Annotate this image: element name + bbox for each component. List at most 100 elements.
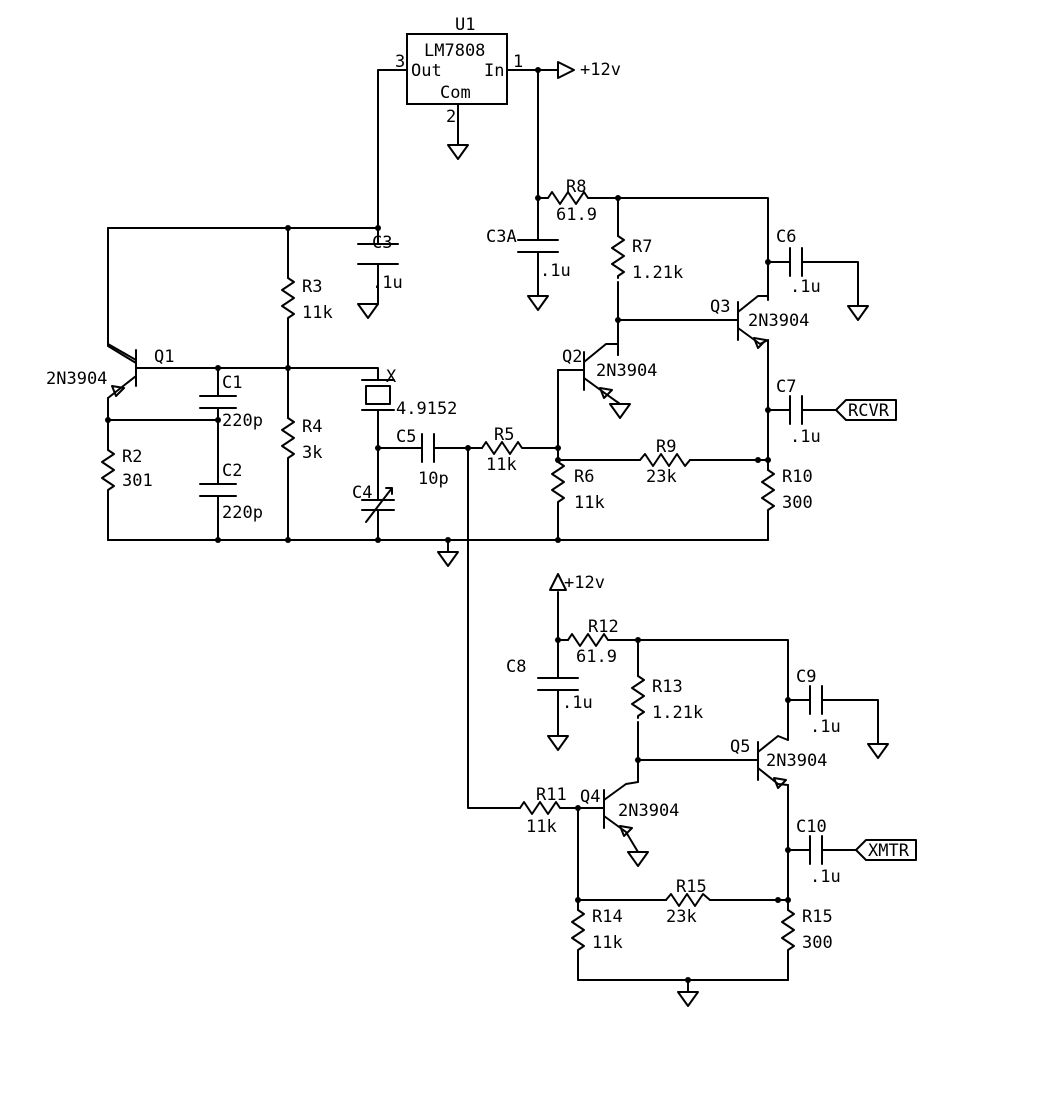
component-labels: Q1 2N3904 Q2 2N3904 Q3 2N3904 Q4 2N3904 … [46,177,841,953]
regulator-part: LM7808 [424,41,485,61]
regulator-pin-in: 1 [513,52,523,72]
ground-symbol [677,991,699,1007]
r2-ref: R2 [122,447,142,467]
capacitor-c6 [789,247,803,277]
c6-ref: C6 [776,227,796,247]
transistor-q1 [107,343,147,399]
junction-dot [765,457,771,463]
q2-part: 2N3904 [596,361,657,381]
crystal-value: 4.9152 [396,399,457,419]
capacitor-c1 [199,395,237,409]
capacitor-c9 [809,685,823,715]
junction-dot [575,805,581,811]
port-xmtr[interactable] [855,839,917,861]
regulator-ref: U1 [455,15,475,35]
port-rcvr-label: RCVR [848,401,890,421]
r13-ref: R13 [652,677,683,697]
ground-symbol [867,743,889,759]
resistor-r15-horizontal [665,893,711,907]
regulator-pin-com: 2 [446,107,456,127]
junction-dot [535,195,541,201]
r6-ref: R6 [574,467,594,487]
junction-dot [445,537,451,543]
c1-ref: C1 [222,373,242,393]
r12-ref: R12 [588,617,619,637]
junction-dot [555,637,561,643]
capacitor-c3a [517,239,559,253]
resistor-r5 [481,441,527,455]
r11-ref: R11 [536,785,567,805]
c4-ref: C4 [352,483,372,503]
r14-ref: R14 [592,907,623,927]
regulator-u1: U1 LM7808 Out In Com 3 1 2 [395,15,523,127]
capacitor-c2 [199,483,237,497]
transistor-q2 [583,343,621,405]
junction-dot [285,537,291,543]
junction-dot [765,259,771,265]
c7-value: .1u [790,427,821,447]
r10-value: 300 [782,493,813,513]
q1-part: 2N3904 [46,369,107,389]
r8-ref: R8 [566,177,586,197]
q5-part: 2N3904 [766,751,827,771]
ground-symbol [627,851,649,867]
junction-dot [785,847,791,853]
r3-value: 11k [302,303,333,323]
c5-ref: C5 [396,427,416,447]
c9-value: .1u [810,717,841,737]
r4-value: 3k [302,443,322,463]
r15-h-value: 23k [666,907,697,927]
transistor-q4 [603,781,639,853]
c5-value: 10p [418,469,449,489]
r3-ref: R3 [302,277,322,297]
junction-dot [375,537,381,543]
resistor-r11 [519,801,567,815]
transistor-q3 [737,295,769,349]
junction-dot [635,637,641,643]
crystal-ref: X [386,367,397,387]
ground-symbol [547,735,569,751]
resistor-r3 [281,277,295,325]
supply-arrow-bottom [549,573,567,591]
junction-dots [105,67,791,983]
resistor-r4 [281,417,295,463]
r7-value: 1.21k [632,263,683,283]
resistor-r13 [631,675,645,719]
transistor-q5 [757,735,789,789]
junction-dot [215,537,221,543]
q5-ref: Q5 [730,737,750,757]
resistor-r8 [547,191,593,205]
junction-dot [685,977,691,983]
port-rcvr[interactable] [835,399,897,421]
capacitor-c7 [789,395,803,425]
junction-dot [755,457,761,463]
ground-symbols [357,144,889,1007]
c2-value: 220p [222,503,263,523]
supply-label-top: +12v [580,60,621,80]
supply-label-bottom: +12v [564,573,605,593]
wires [107,69,879,993]
q1-ref: Q1 [154,347,174,367]
c7-ref: C7 [776,377,796,397]
capacitor-c4 [361,487,395,523]
r9-value: 23k [646,467,677,487]
ground-symbol [847,305,869,321]
r5-value: 11k [486,455,517,475]
c6-value: .1u [790,277,821,297]
r5-ref: R5 [494,425,514,445]
ground-symbol [357,303,379,319]
regulator-pin-out: 3 [395,52,405,72]
capacitor-plates [199,239,823,865]
ground-symbol [527,295,549,311]
c8-ref: C8 [506,657,526,677]
regulator-in-label: In [484,61,504,81]
c10-ref: C10 [796,817,827,837]
transistor-symbols [107,295,789,853]
resistor-r6 [551,461,565,507]
junction-dot [775,897,781,903]
c3a-value: .1u [540,261,571,281]
c9-ref: C9 [796,667,816,687]
resistor-r2 [101,449,115,495]
junction-dot [555,445,561,451]
